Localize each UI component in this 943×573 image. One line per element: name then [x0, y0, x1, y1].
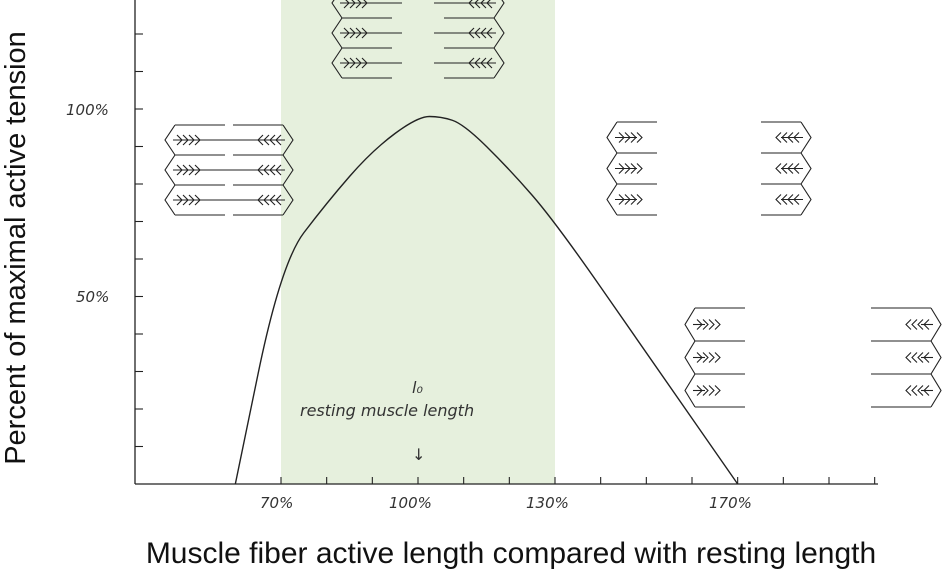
sarcomere-icon-optimal	[331, 0, 505, 79]
y-axis-title: Percent of maximal active tension	[0, 31, 32, 465]
tension-length-curve	[234, 115, 739, 485]
optimal-length-region	[281, 0, 555, 484]
sarcomere-icon-overstretched	[684, 307, 942, 408]
x-tick-label-170: 170%	[709, 494, 752, 512]
sarcomere-icon-stretched	[606, 121, 812, 216]
x-tick-label-130: 130%	[526, 494, 569, 512]
y-tick-label-50: 50%	[76, 288, 109, 306]
y-tick-label-100: 100%	[66, 101, 109, 119]
x-axis-title: Muscle fiber active length compared with…	[146, 537, 876, 570]
sarcomere-icon-overlapped	[164, 124, 294, 216]
x-tick-label-100: 100%	[389, 494, 432, 512]
tick-marks	[135, 33, 876, 484]
resting-length-symbol: l₀	[412, 378, 423, 397]
resting-length-arrow: ↓	[412, 445, 425, 464]
resting-length-label: resting muscle length	[300, 401, 474, 420]
x-tick-label-70: 70%	[260, 494, 293, 512]
